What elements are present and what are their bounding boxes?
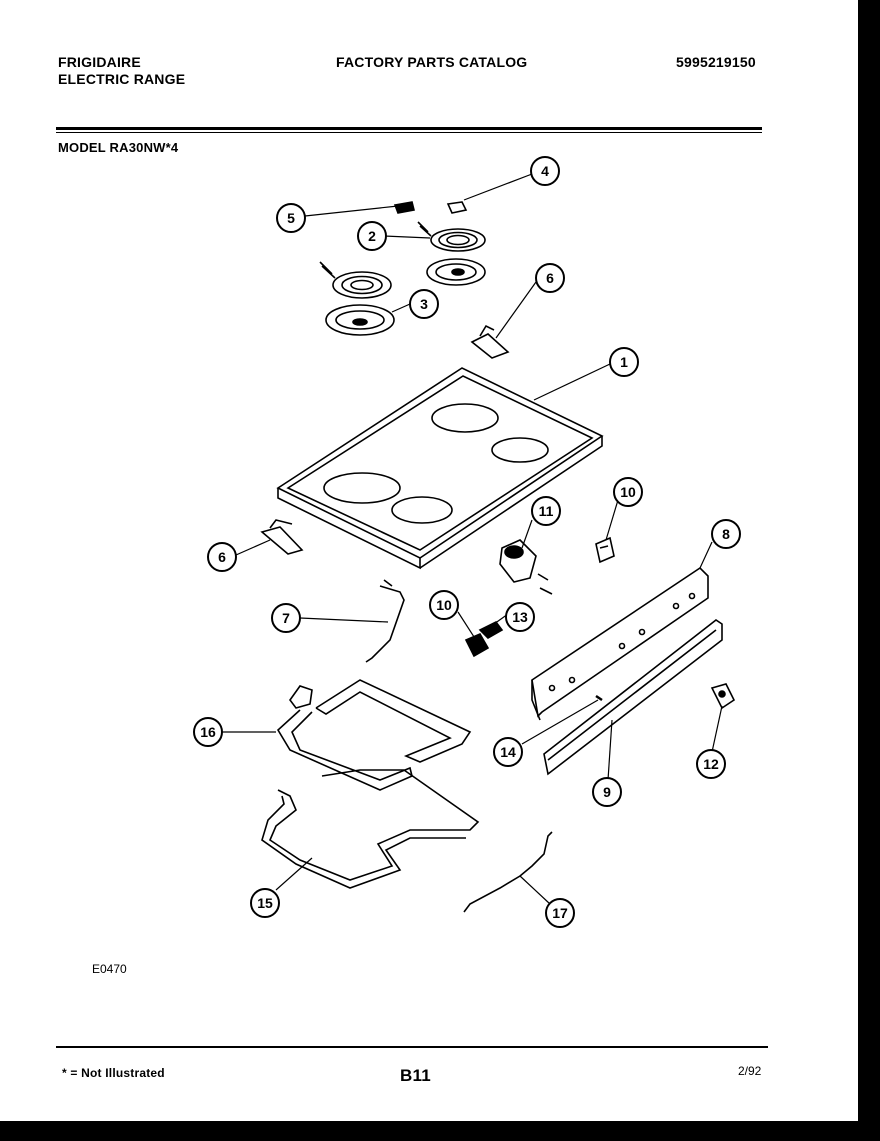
receptacle-clip (446, 201, 468, 214)
bake-element (261, 769, 480, 889)
callout-12: 12 (696, 749, 726, 779)
exploded-parts-diagram: 1 2 3 4 5 6 6 7 8 9 10 10 11 12 13 14 15… (193, 156, 741, 928)
callout-3: 3 (409, 289, 439, 319)
callout-7-label: 7 (282, 610, 290, 626)
callout-6-upper: 6 (535, 263, 565, 293)
oven-wire (463, 831, 553, 913)
callout-7: 7 (271, 603, 301, 633)
revision-date: 2/92 (738, 1064, 762, 1078)
model-value: RA30NW*4 (109, 140, 179, 155)
control-panel (531, 566, 709, 721)
screw (595, 694, 603, 702)
drip-bowl-rear (426, 258, 486, 286)
callout-17: 17 (545, 898, 575, 928)
callout-11: 11 (531, 496, 561, 526)
callout-6-lower: 6 (207, 542, 237, 572)
callout-10-lower-label: 10 (436, 597, 452, 613)
top-hinge-front (260, 519, 304, 555)
panel-trim (543, 619, 723, 776)
model-line: MODEL RA30NW*4 (58, 140, 178, 155)
catalog-page: FRIGIDAIRE ELECTRIC RANGE FACTORY PARTS … (0, 0, 858, 1121)
callout-15: 15 (250, 888, 280, 918)
callout-10-upper: 10 (613, 477, 643, 507)
callout-3-label: 3 (420, 296, 428, 312)
callout-8-label: 8 (722, 526, 730, 542)
indicator-light-lower (464, 632, 490, 658)
catalog-title: FACTORY PARTS CATALOG (336, 54, 528, 70)
callout-16-label: 16 (200, 724, 216, 740)
surface-element-front (319, 261, 392, 299)
header-rule-thin (56, 132, 762, 133)
drip-bowl-front (325, 304, 395, 336)
model-label: MODEL (58, 140, 106, 155)
callout-17-label: 17 (552, 905, 568, 921)
footer-legend: * = Not Illustrated (62, 1066, 165, 1080)
callout-12-label: 12 (703, 756, 719, 772)
callout-2: 2 (357, 221, 387, 251)
receptacle (710, 683, 736, 710)
callout-4-label: 4 (541, 163, 549, 179)
callout-14-label: 14 (500, 744, 516, 760)
diagram-code: E0470 (92, 962, 127, 976)
surface-element-rear (417, 221, 486, 252)
footer-rule (56, 1046, 768, 1048)
callout-1: 1 (609, 347, 639, 377)
leader-lines (222, 173, 723, 905)
main-top (276, 367, 604, 570)
callout-5: 5 (276, 203, 306, 233)
brand-line-2: ELECTRIC RANGE (58, 71, 186, 87)
callout-9: 9 (592, 777, 622, 807)
catalog-number: 5995219150 (676, 54, 756, 70)
callout-8: 8 (711, 519, 741, 549)
brand-line-1: FRIGIDAIRE (58, 54, 141, 70)
callout-9-label: 9 (603, 784, 611, 800)
callout-14: 14 (493, 737, 523, 767)
wire-harness (365, 579, 405, 663)
broil-element (276, 679, 472, 791)
header-rule-thick (56, 127, 762, 130)
callout-16: 16 (193, 717, 223, 747)
terminal-block (393, 201, 415, 214)
callout-2-label: 2 (368, 228, 376, 244)
top-hinge-rear (470, 324, 510, 359)
indicator-light-upper (595, 536, 615, 564)
callout-15-label: 15 (257, 895, 273, 911)
switch-knob (478, 620, 504, 639)
callout-6-upper-label: 6 (546, 270, 554, 286)
callout-4: 4 (530, 156, 560, 186)
callout-13-label: 13 (512, 609, 528, 625)
callout-5-label: 5 (287, 210, 295, 226)
infinite-switch (499, 539, 553, 595)
callout-10-upper-label: 10 (620, 484, 636, 500)
callout-6-lower-label: 6 (218, 549, 226, 565)
callout-10-lower: 10 (429, 590, 459, 620)
callout-13: 13 (505, 602, 535, 632)
callout-1-label: 1 (620, 354, 628, 370)
callout-11-label: 11 (539, 503, 554, 519)
page-number: B11 (400, 1066, 431, 1085)
